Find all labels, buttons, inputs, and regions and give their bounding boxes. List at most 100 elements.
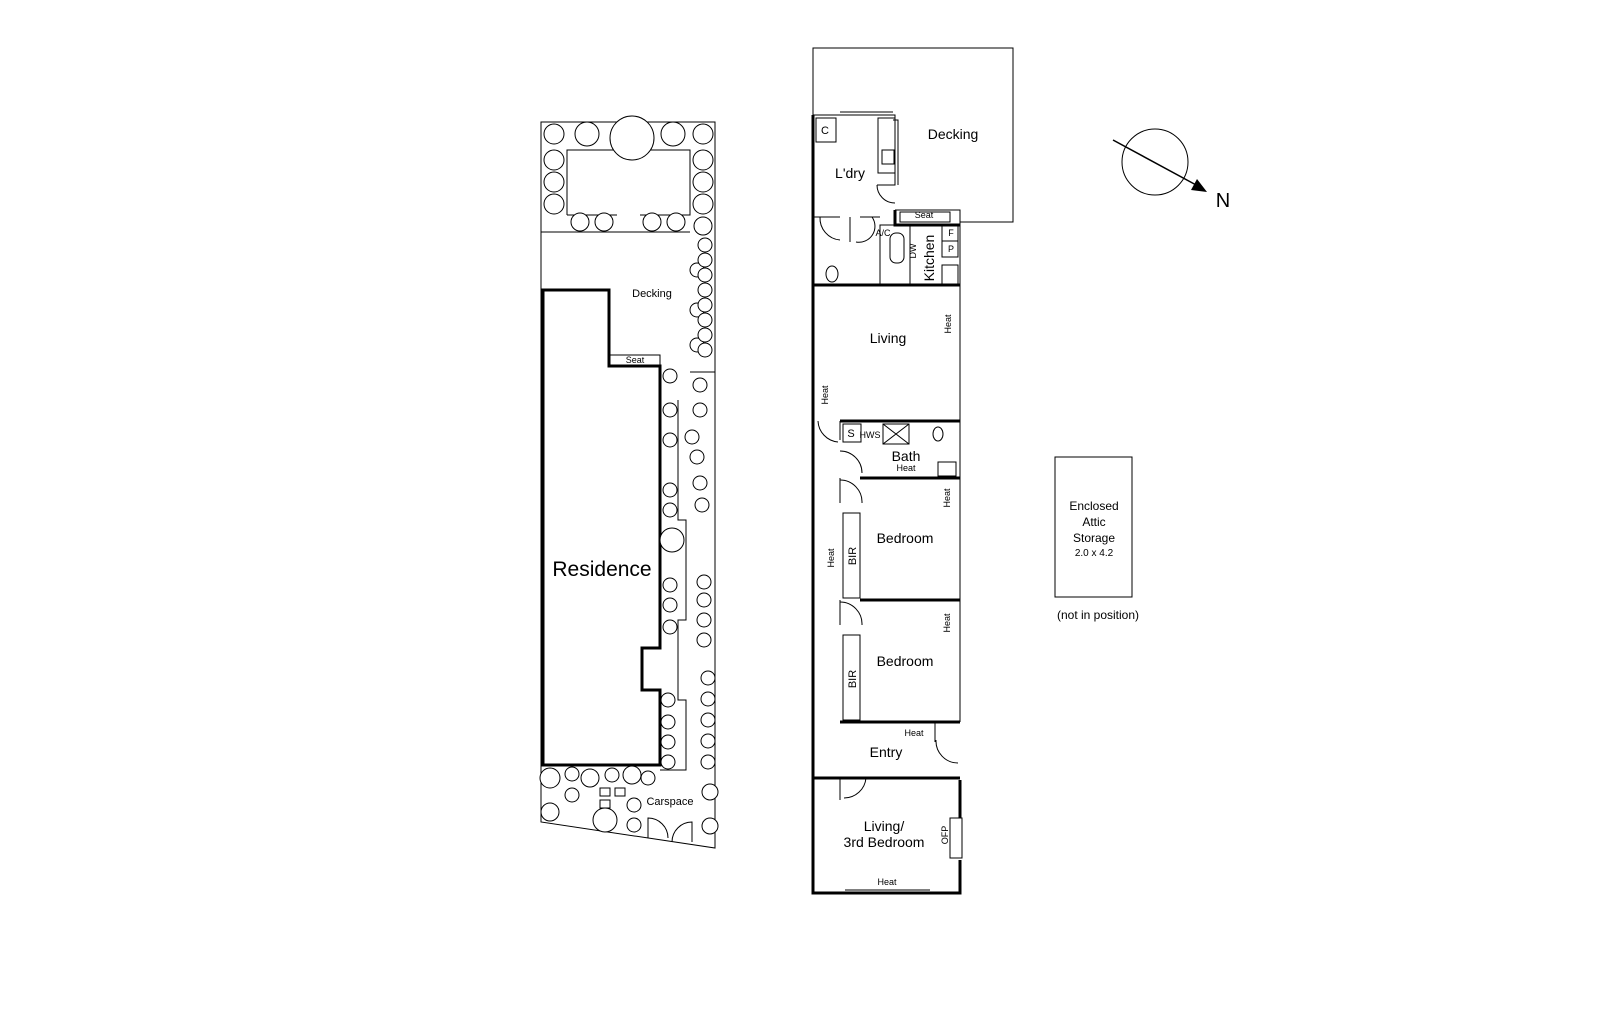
tree-icon <box>692 171 714 193</box>
door-swings <box>817 420 959 799</box>
tree-icon <box>697 342 713 358</box>
attic-label: Storage <box>1073 531 1115 545</box>
door-swing <box>876 184 896 204</box>
door-swing <box>855 216 876 243</box>
tree-icon <box>696 574 712 590</box>
decking-label: Decking <box>928 126 979 142</box>
site-boundary <box>540 121 716 849</box>
tree-icon <box>609 115 655 161</box>
tree-icon <box>564 766 580 782</box>
tree-icon <box>684 429 700 445</box>
tree-icon <box>543 123 565 145</box>
built-in-robe <box>842 634 861 721</box>
tree-icon <box>594 212 614 232</box>
tree-icon <box>626 797 642 813</box>
tree-icon <box>697 267 713 283</box>
pantry-label: P <box>948 244 954 254</box>
compass-circle <box>1121 128 1189 196</box>
tree-icon <box>540 802 560 822</box>
attic-label: Attic <box>1082 515 1105 529</box>
attic-box <box>1054 456 1133 598</box>
tree-icon <box>662 577 678 593</box>
tree-icon <box>660 734 676 750</box>
bir-label: BIR <box>847 670 859 688</box>
shower <box>842 423 862 443</box>
heat-label: Heat <box>877 877 897 887</box>
trees <box>539 115 719 835</box>
site-seat <box>608 354 661 367</box>
residence-outline <box>541 288 662 767</box>
kitchen-island <box>879 224 911 286</box>
kitchen-label: Kitchen <box>921 235 937 282</box>
laundry-bench <box>877 117 896 174</box>
interior-thick-walls <box>813 419 960 780</box>
tree-icon <box>696 612 712 628</box>
tree-icon <box>642 212 662 232</box>
tree-icon <box>697 282 713 298</box>
tree-icon <box>701 783 719 801</box>
side-path <box>660 371 715 771</box>
tree-icon <box>692 377 708 393</box>
laundry-label: L'dry <box>835 165 865 181</box>
tree-icon <box>592 807 618 833</box>
bedroom-label: Bedroom <box>877 530 934 546</box>
tree-icon <box>580 768 600 788</box>
heat-label: Heat <box>942 488 952 508</box>
tree-icon <box>539 767 561 789</box>
tree-icon <box>692 149 714 171</box>
north-arrow-icon <box>1191 179 1207 192</box>
fridge-label: F <box>948 228 954 238</box>
fireplace <box>949 817 963 859</box>
tree-icon <box>694 497 710 513</box>
shower-label: S <box>847 428 854 440</box>
heat-label: Heat <box>826 548 836 568</box>
heat-label: Heat <box>904 728 924 738</box>
toilet-icon <box>932 426 944 442</box>
tree-icon <box>660 714 676 730</box>
tree-icon <box>543 171 565 193</box>
ofp-label: OFP <box>940 826 950 845</box>
seat <box>899 211 951 223</box>
seat-label: Seat <box>915 210 934 220</box>
heat-label: Heat <box>896 463 916 473</box>
tree-icon <box>662 432 678 448</box>
tree-icon <box>660 121 686 147</box>
tree-icon <box>660 754 676 770</box>
tree-icon <box>640 770 656 786</box>
shower-base <box>882 423 910 445</box>
cupboard-label: C <box>821 125 829 137</box>
tree-icon <box>697 237 713 253</box>
tree-icon <box>662 368 678 384</box>
tree-icon <box>692 475 708 491</box>
tree-icon <box>692 402 708 418</box>
door-swing <box>819 216 841 241</box>
living-3rd-bedroom-label: 3rd Bedroom <box>844 834 925 850</box>
tree-icon <box>697 327 713 343</box>
site-seat-label: Seat <box>626 355 645 365</box>
pantry <box>941 240 959 258</box>
tree-icon <box>662 482 678 498</box>
bath-label: Bath <box>892 448 921 464</box>
heat-label: Heat <box>942 613 952 633</box>
attic-storage: Enclosed Attic Storage 2.0 x 4.2 (not in… <box>1054 456 1139 622</box>
tree-icon <box>701 817 719 835</box>
tree-icon <box>662 502 678 518</box>
tree-icon <box>700 670 716 686</box>
tree-icon <box>622 765 642 785</box>
tree-icon <box>543 149 565 171</box>
site-decking-label: Decking <box>632 288 672 300</box>
bir-label: BIR <box>847 547 859 565</box>
tree-icon <box>696 632 712 648</box>
compass-needle <box>1112 139 1199 187</box>
tree-icon <box>604 767 620 783</box>
tree-icon <box>700 754 716 770</box>
front-window <box>845 889 930 894</box>
tree-icon <box>697 297 713 313</box>
tree-icon <box>659 527 685 553</box>
north-label: N <box>1216 190 1230 212</box>
planter <box>599 787 611 797</box>
tree-icon <box>689 449 705 465</box>
tree-icon <box>543 193 565 215</box>
tree-icon <box>662 619 678 635</box>
